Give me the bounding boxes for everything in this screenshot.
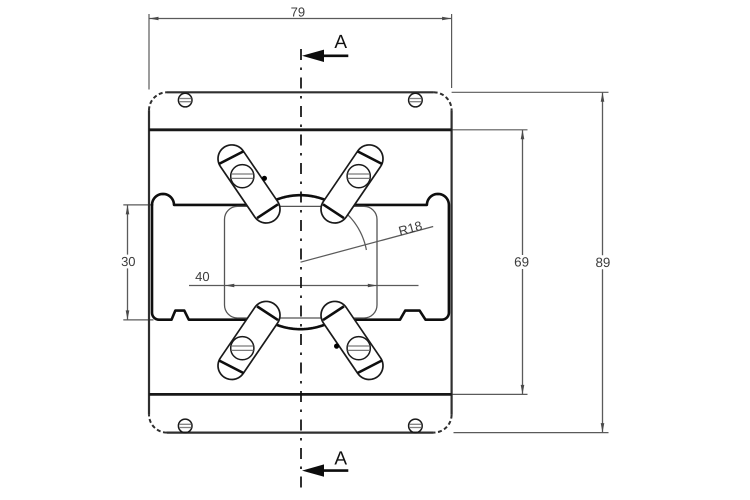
svg-text:R18: R18 — [397, 218, 424, 239]
svg-text:A: A — [334, 448, 347, 469]
svg-text:30: 30 — [121, 254, 135, 269]
svg-text:40: 40 — [195, 269, 209, 284]
svg-text:89: 89 — [595, 255, 610, 270]
svg-text:79: 79 — [291, 5, 305, 20]
svg-text:69: 69 — [514, 255, 529, 270]
svg-text:A: A — [334, 32, 347, 53]
